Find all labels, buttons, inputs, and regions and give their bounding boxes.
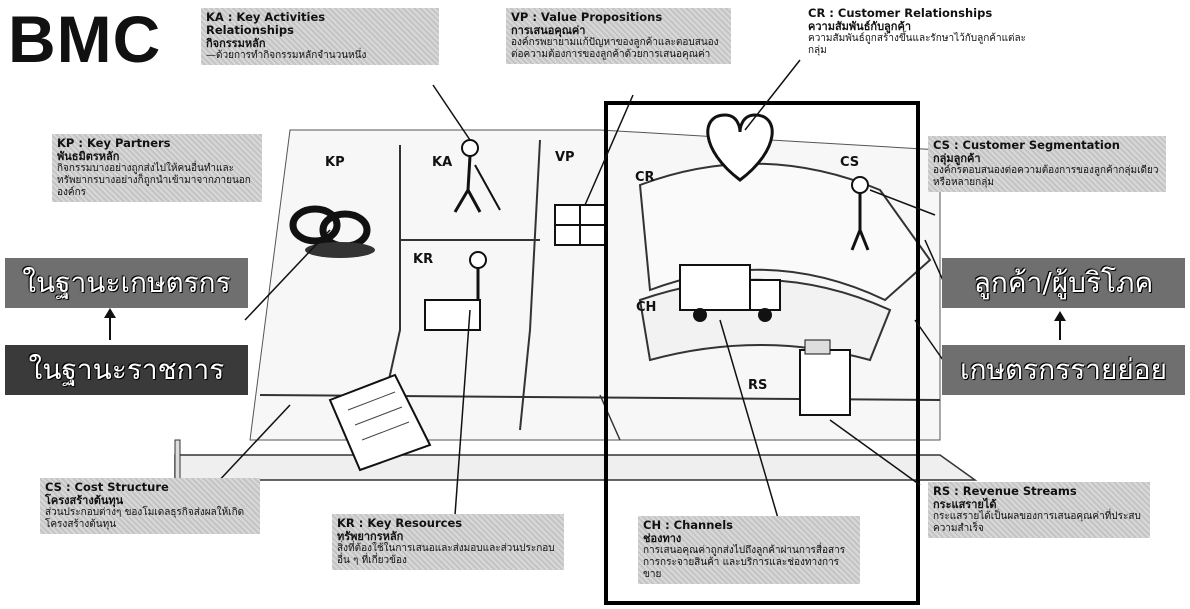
ka-callout-title: KA : Key Activities [206,10,326,24]
ch-callout: CH : Channels ช่องทาง การเสนอคุณค่าถูกส่… [638,516,860,584]
kp-label: KP [325,155,345,170]
cs-segmentation-subtitle: กลุ่มลูกค้า [933,152,981,165]
cs-cost-body: ส่วนประกอบต่างๆ ของโมเดลธุรกิจส่งผลให้เก… [45,507,245,530]
base-slab [174,454,978,481]
vp-callout-subtitle: การเสนอคุณค่า [511,24,586,37]
cs-cost-callout: CS : Cost Structure โครงสร้างต้นทุน ส่วน… [40,478,260,534]
banner-as-farmer: ในฐานะเกษตรกร [5,258,248,308]
kr-callout-title: KR : Key Resources [337,516,463,530]
rs-callout-title: RS : Revenue Streams [933,484,1077,498]
ka-callout: KA : Key Activities Relationships กิจกรร… [201,8,439,65]
kr-callout-subtitle: ทรัพยากรหลัก [337,530,404,543]
heart-icon [706,113,774,182]
ka-label: KA [432,155,453,170]
cs-cost-title: CS : Cost Structure [45,480,169,494]
ka-callout-subtitle: กิจกรรมหลัก [206,37,266,50]
vp-callout: VP : Value Propositions การเสนอคุณค่า อง… [506,8,731,64]
banner-smallholder-farmer: เกษตรกรรายย่อย [942,345,1185,395]
cr-label: CR [635,170,655,185]
cs-label: CS [840,155,860,170]
ch-callout-title: CH : Channels [643,518,734,532]
cs-cost-subtitle: โครงสร้างต้นทุน [45,494,124,507]
kp-callout-body: กิจกรรมบางอย่างถูกส่งไปให้คนอื่นทำและทรั… [57,163,251,198]
rs-callout-subtitle: กระแสรายได้ [933,498,997,511]
kr-callout-body: สิ่งที่ต้องใช้ในการเสนอและส่งมอบและส่วนป… [337,543,555,566]
kp-callout-title: KP : Key Partners [57,136,171,150]
cr-callout: CR : Customer Relationships ความสัมพันธ์… [803,4,1045,60]
cr-callout-body: ความสัมพันธ์ถูกสร้างขึ้นและรักษาไว้กับลู… [808,33,1027,56]
ch-label: CH [636,300,657,315]
vp-callout-title: VP : Value Propositions [511,10,663,24]
channels-frame [604,101,920,605]
banner-as-government: ในฐานะราชการ [5,345,248,395]
kp-callout: KP : Key Partners พันธมิตรหลัก กิจกรรมบา… [52,134,262,202]
cr-callout-title: CR : Customer Relationships [808,6,993,20]
rs-label: RS [748,378,768,393]
vp-callout-body: องค์กรพยายามแก้ปัญหาของลูกค้าและตอบสนองต… [511,37,719,60]
banner-customer-consumer: ลูกค้า/ผู้บริโภค [942,258,1185,308]
cs-segmentation-callout: CS : Customer Segmentation กลุ่มลูกค้า อ… [928,136,1166,192]
ka-callout-title-2: Relationships [206,23,294,37]
cr-callout-subtitle: ความสัมพันธ์กับลูกค้า [808,20,911,33]
rs-callout-body: กระแสรายได้เป็นผลของการเสนอคุณค่าที่ประส… [933,511,1141,534]
rs-callout: RS : Revenue Streams กระแสรายได้ กระแสรา… [928,482,1150,538]
ch-callout-subtitle: ช่องทาง [643,532,682,545]
vp-label: VP [555,150,575,165]
kr-label: KR [413,252,434,267]
cs-segmentation-title: CS : Customer Segmentation [933,138,1120,152]
cs-segmentation-body: องค์กรตอบสนองต่อความต้องการของลูกค้ากลุ่… [933,165,1159,188]
ka-callout-body: —ด้วยการทำกิจกรรมหลักจำนวนหนึ่ง [206,50,367,61]
kp-callout-subtitle: พันธมิตรหลัก [57,150,120,163]
kr-callout: KR : Key Resources ทรัพยากรหลัก สิ่งที่ต… [332,514,564,570]
page-title: BMC [8,2,162,76]
ch-callout-body: การเสนอคุณค่าถูกส่งไปถึงลูกค้าผ่านการสื่… [643,545,846,580]
